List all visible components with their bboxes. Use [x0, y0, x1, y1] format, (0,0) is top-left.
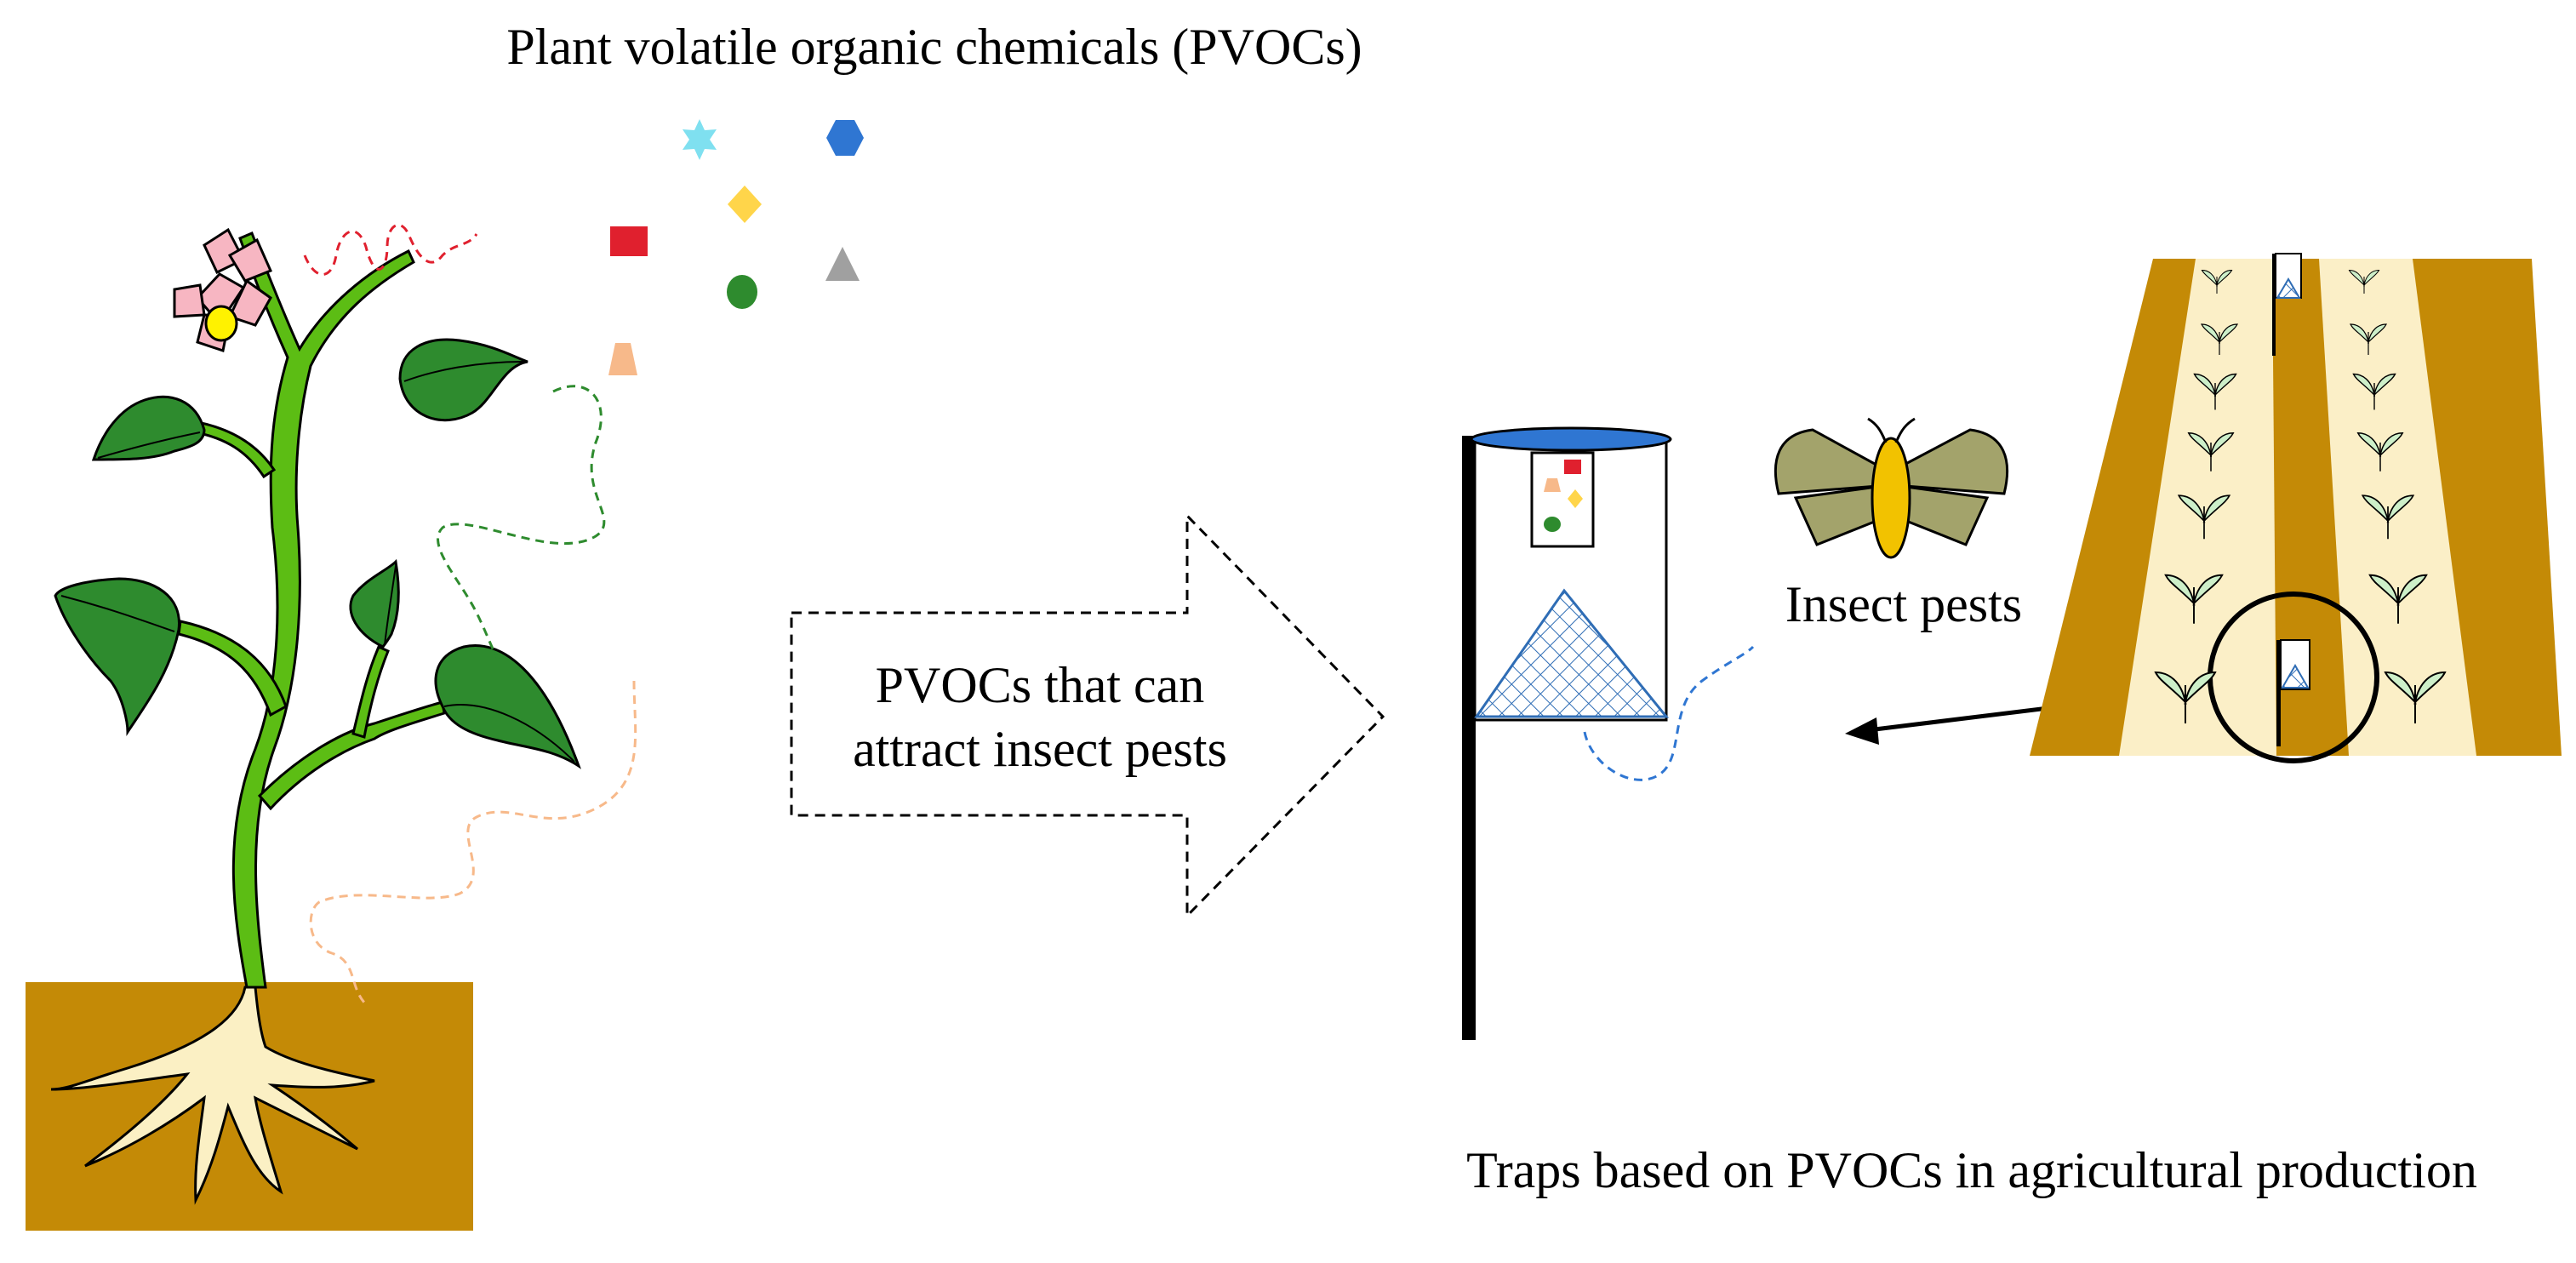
arrow-label-line1: PVOCs that can — [876, 657, 1205, 713]
seedlings-left — [2154, 269, 2238, 723]
plant-branch-upper-left — [194, 420, 277, 479]
circle-icon — [727, 275, 757, 309]
lure-diamond-icon — [1568, 489, 1583, 508]
plume-green — [437, 385, 606, 666]
flower-center — [204, 305, 238, 342]
seedlings-right — [2348, 269, 2447, 723]
process-arrow: PVOCs that can attract insect pests — [790, 512, 1385, 919]
title: Plant volatile organic chemicals (PVOCs) — [506, 19, 1362, 75]
moth-icon: Insect pests — [1773, 417, 2022, 632]
field — [2030, 253, 2562, 763]
plant — [26, 227, 581, 1231]
leaf-mid-right — [349, 558, 400, 649]
leaf-upper-left — [91, 395, 206, 461]
leaf-vein — [443, 704, 575, 763]
trap-lure-box — [1530, 451, 1595, 548]
star-icon — [683, 119, 717, 160]
plume-red — [303, 223, 478, 276]
voc-plumes — [303, 223, 637, 1006]
square-icon — [610, 226, 648, 256]
plant-stem — [231, 231, 415, 989]
triangle-icon — [825, 247, 860, 281]
field-trap-near — [2276, 639, 2310, 746]
leaf-lower-right — [434, 644, 581, 769]
lure-square-icon — [1564, 460, 1581, 474]
trap-pole — [1462, 436, 1476, 1040]
plume-peach — [309, 680, 637, 1006]
arrow-label-line2: attract insect pests — [853, 721, 1227, 777]
leaf-vein — [97, 431, 201, 459]
insect-label: Insect pests — [1785, 576, 2022, 632]
leaf-vein — [403, 361, 524, 382]
leaf-vein — [60, 595, 175, 632]
trap-voc-plume — [1583, 645, 1755, 781]
voc-shapes — [608, 119, 864, 375]
trap — [1462, 426, 1755, 1040]
leaf-large-left — [54, 577, 180, 736]
leaf-vein — [384, 565, 397, 646]
moth-body — [1871, 437, 1911, 559]
plant-branch-small — [351, 645, 390, 739]
lure-circle-icon — [1544, 517, 1561, 532]
flower — [173, 227, 273, 352]
caption: Traps based on PVOCs in agricultural pro… — [1466, 1142, 2477, 1198]
plant-branch-right — [257, 700, 446, 811]
hexagon-icon — [826, 120, 864, 156]
lure-trapezoid-icon — [1544, 478, 1561, 492]
plant-roots — [50, 986, 375, 1205]
field-trap-far — [2272, 253, 2302, 356]
plant-branch-left — [177, 620, 288, 717]
diamond-icon — [728, 186, 762, 223]
trapezoid-icon — [608, 343, 637, 375]
trap-mesh-cone — [1474, 588, 1670, 718]
trap-lid — [1470, 426, 1672, 452]
leaf-top-right — [398, 338, 528, 422]
